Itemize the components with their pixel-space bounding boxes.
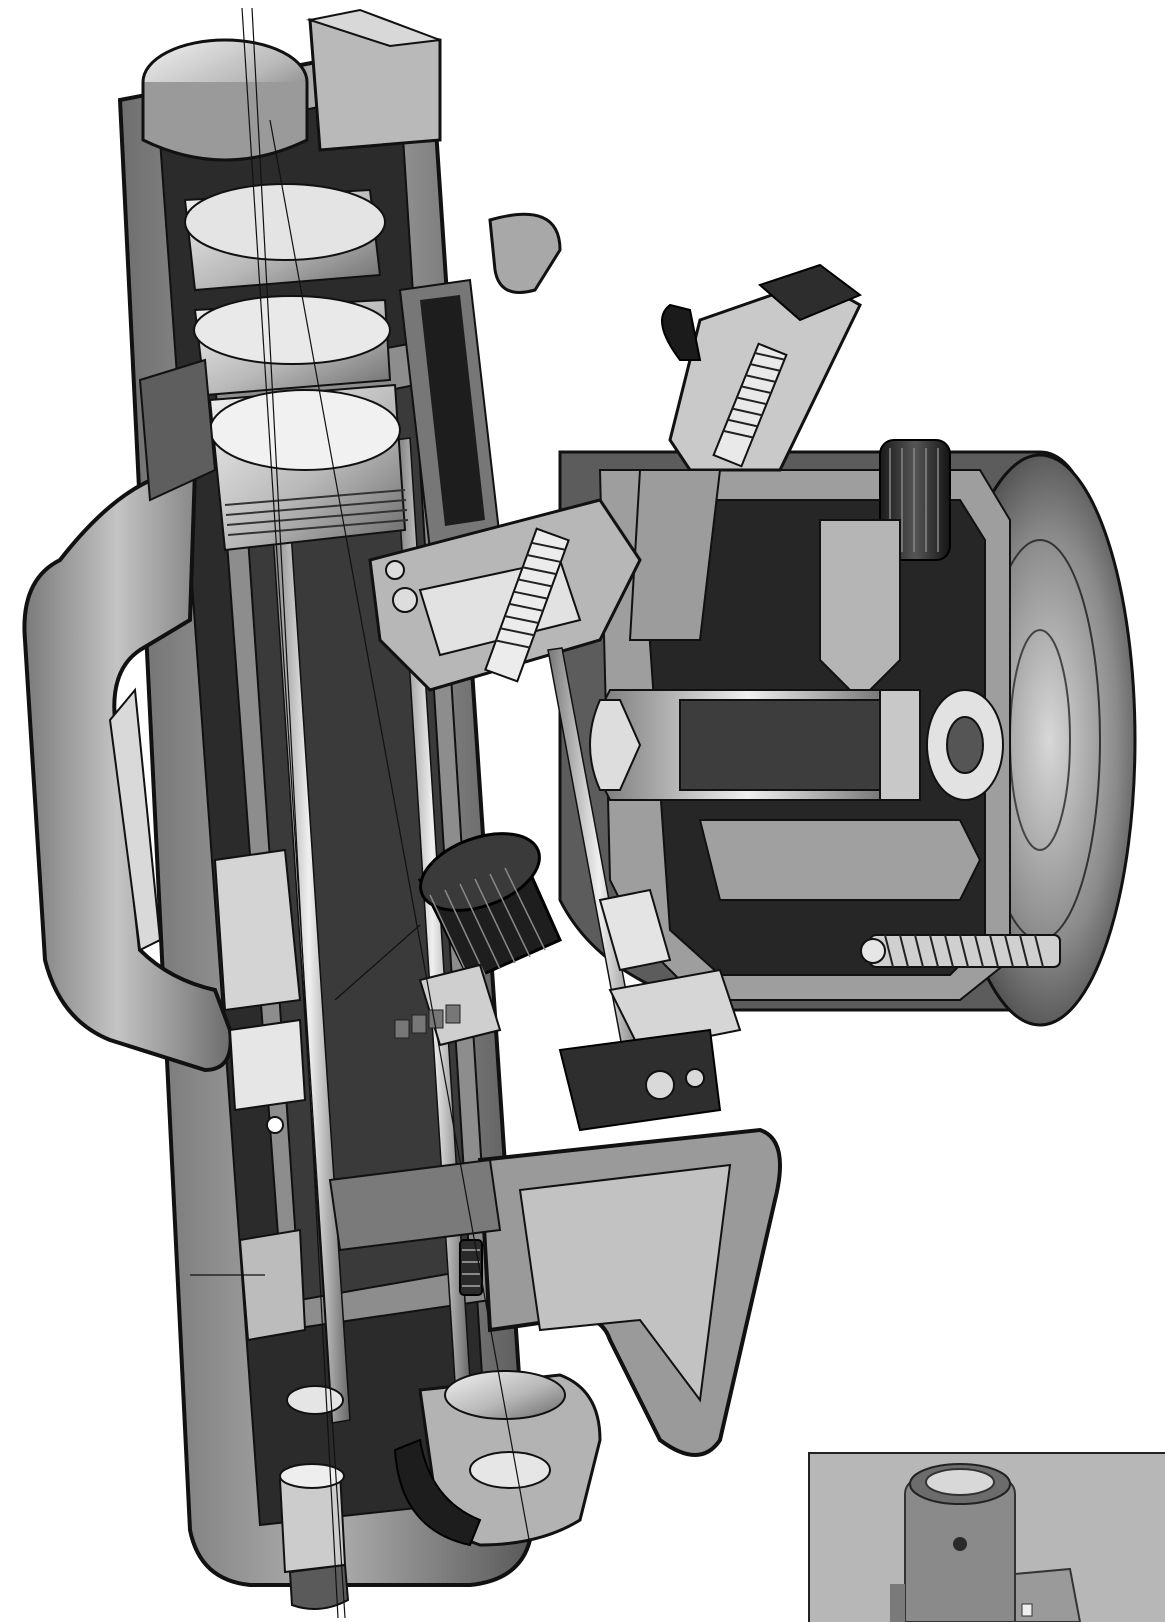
coil-spring	[368, 498, 642, 692]
lens-element	[141, 38, 409, 552]
knurled-knob	[394, 832, 562, 1047]
lens-element	[589, 689, 1004, 801]
bracket	[398, 212, 562, 552]
lens-element	[278, 1370, 602, 1610]
coil-spring	[628, 263, 862, 641]
handle-grip	[22, 358, 233, 1073]
bracket	[459, 1127, 782, 1457]
photo-inset	[808, 1452, 1165, 1622]
top-cap	[306, 8, 442, 152]
coil-spring	[860, 934, 1061, 968]
bracket	[558, 888, 742, 1132]
optical-axis	[190, 7, 531, 1619]
bracket	[213, 848, 502, 1342]
